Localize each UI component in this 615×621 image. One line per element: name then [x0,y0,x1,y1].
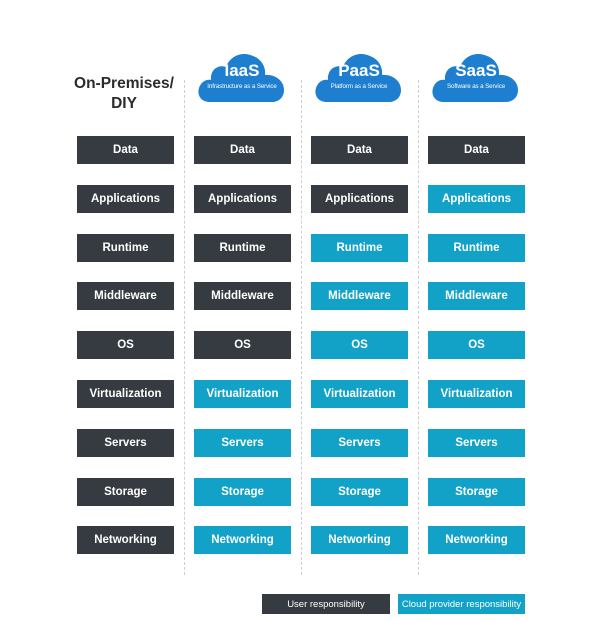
layer-virtualization: Virtualization [428,380,525,408]
column-divider [418,80,419,575]
layer-runtime: Runtime [311,234,408,262]
on-premises-title: On-Premises/ DIY [62,74,186,114]
layer-servers: Servers [77,429,174,457]
layer-data: Data [194,136,291,164]
layer-applications: Applications [194,185,291,213]
paas-cloud: PaaS Platform as a Service [313,46,405,106]
layer-storage: Storage [428,478,525,506]
layer-networking: Networking [311,526,408,554]
layer-os: OS [428,331,525,359]
layer-data: Data [77,136,174,164]
layer-runtime: Runtime [194,234,291,262]
layer-servers: Servers [428,429,525,457]
layer-storage: Storage [311,478,408,506]
layer-servers: Servers [311,429,408,457]
layer-virtualization: Virtualization [77,380,174,408]
layer-runtime: Runtime [77,234,174,262]
iaas-cloud: IaaS Infrastructure as a Service [196,46,288,106]
saas-subtitle: Software as a Service [446,83,506,90]
layer-applications: Applications [77,185,174,213]
paas-subtitle: Platform as a Service [330,83,388,90]
layer-os: OS [77,331,174,359]
cloud-icon [198,54,284,102]
legend-user-responsibility: User responsibility [262,594,390,614]
layer-applications: Applications [428,185,525,213]
cloud-icon [432,54,518,102]
layer-networking: Networking [428,526,525,554]
layer-middleware: Middleware [428,282,525,310]
iaas-title: IaaS [224,61,260,80]
on-premises-title-line1: On-Premises/ [74,75,174,92]
layer-virtualization: Virtualization [194,380,291,408]
layer-middleware: Middleware [77,282,174,310]
layer-data: Data [428,136,525,164]
layer-storage: Storage [77,478,174,506]
layer-middleware: Middleware [194,282,291,310]
layer-middleware: Middleware [311,282,408,310]
layer-os: OS [194,331,291,359]
layer-os: OS [311,331,408,359]
cloud-icon [315,54,401,102]
legend-cloud-provider-responsibility: Cloud provider responsibility [398,594,525,614]
column-divider [184,80,185,575]
layer-applications: Applications [311,185,408,213]
layer-runtime: Runtime [428,234,525,262]
layer-storage: Storage [194,478,291,506]
column-divider [301,80,302,575]
saas-cloud: SaaS Software as a Service [430,46,522,106]
layer-networking: Networking [194,526,291,554]
layer-networking: Networking [77,526,174,554]
paas-title: PaaS [338,61,380,80]
layer-virtualization: Virtualization [311,380,408,408]
layer-data: Data [311,136,408,164]
on-premises-title-line2: DIY [111,95,137,112]
iaas-subtitle: Infrastructure as a Service [207,83,277,90]
saas-title: SaaS [455,61,497,80]
layer-servers: Servers [194,429,291,457]
